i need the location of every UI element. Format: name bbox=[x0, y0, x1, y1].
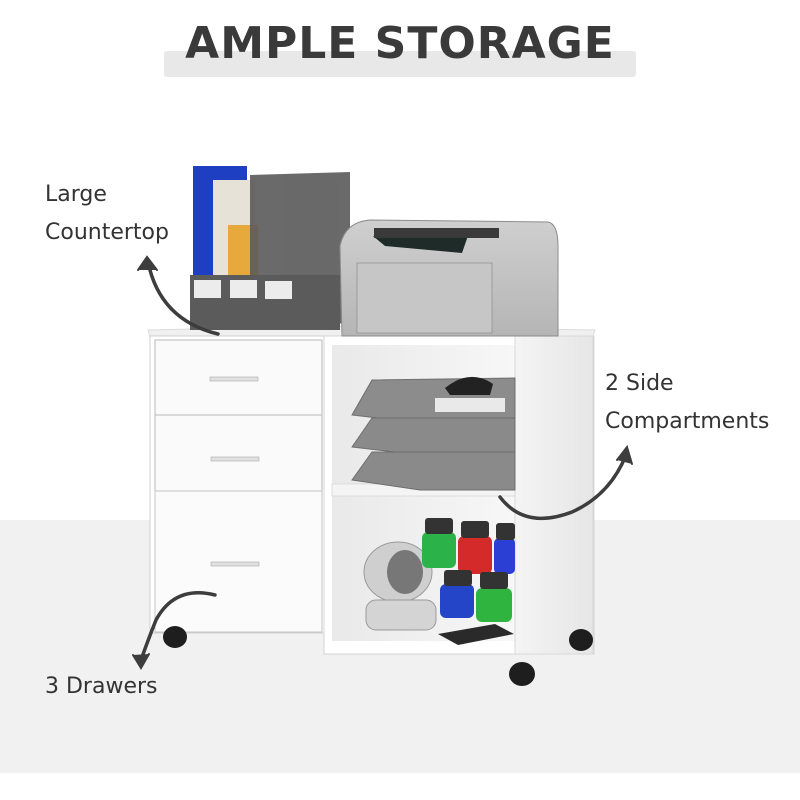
title-underline-bar bbox=[164, 51, 636, 77]
supplies bbox=[363, 518, 515, 645]
drawer-handle bbox=[210, 456, 260, 462]
drawer-handle bbox=[209, 376, 259, 382]
callout-arrows bbox=[132, 255, 633, 670]
drawer-3 bbox=[154, 490, 323, 633]
compartments-arrow-icon bbox=[498, 453, 628, 520]
drawers-callout: 3 Drawers bbox=[45, 668, 158, 706]
caster-wheel bbox=[569, 629, 593, 651]
caster-wheel bbox=[163, 626, 187, 648]
cabinet-side-panel bbox=[514, 335, 594, 655]
countertop-label-line2: Countertop bbox=[45, 220, 169, 245]
casters bbox=[163, 626, 593, 686]
file-organizer bbox=[190, 166, 350, 330]
caster-wheel bbox=[509, 662, 535, 686]
page-title: AMPLE STORAGE bbox=[185, 18, 615, 69]
laser-printer bbox=[339, 219, 559, 337]
letter-trays bbox=[351, 376, 516, 491]
drawer-handle bbox=[210, 561, 260, 567]
countertop-label-line1: Large bbox=[45, 182, 107, 207]
drawers-arrow-icon bbox=[139, 591, 217, 662]
drawer-stack bbox=[149, 335, 331, 634]
countertop-arrow-icon bbox=[146, 260, 220, 336]
countertop-callout: Large Countertop bbox=[45, 176, 169, 252]
drawers-label: 3 Drawers bbox=[45, 674, 158, 699]
compartments-label-line1: 2 Side bbox=[605, 371, 674, 396]
compartments-label-line2: Compartments bbox=[605, 409, 770, 434]
compartments-callout: 2 Side Compartments bbox=[605, 365, 769, 441]
